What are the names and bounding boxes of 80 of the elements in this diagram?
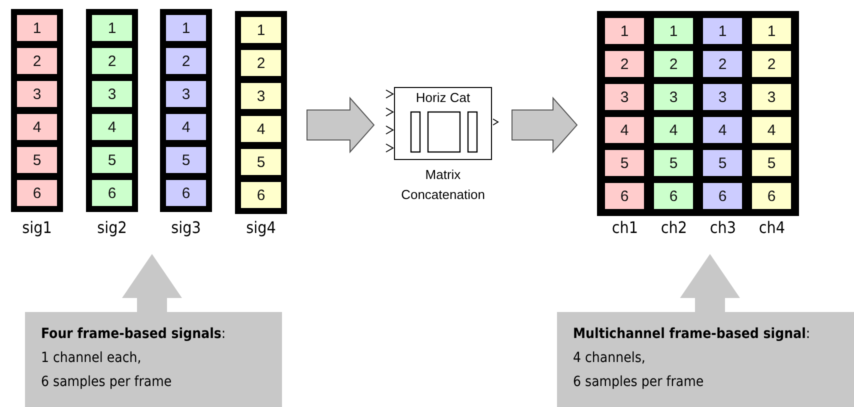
sample-tile: 3 [241,83,281,109]
concatenation-block [394,87,492,160]
sample-tile: 4 [605,117,644,143]
column-label: sig1 [21,218,53,238]
sample-tile: 2 [17,48,57,74]
sample-tile: 6 [752,183,791,209]
sample-tile: 3 [92,81,132,107]
column-label: ch1 [610,218,640,238]
signal-column [654,18,693,209]
callout-text: 1 channel each, [41,349,142,368]
sample-tile: 1 [241,17,281,43]
block-title: Horiz Cat [414,90,472,105]
sample-tile: 5 [654,150,693,176]
sample-tile: 3 [166,81,206,107]
sample-tile: 2 [166,48,206,74]
sample-tile: 6 [92,180,132,206]
sample-tile: 5 [703,150,742,176]
sample-tile: 1 [17,15,57,41]
sample-tile: 6 [605,183,644,209]
sample-tile: 2 [605,51,644,77]
sample-tile: 5 [241,149,281,175]
flow-arrow [680,254,740,312]
signal-column [605,18,644,209]
column-label: ch4 [758,218,786,238]
sample-tile: 4 [241,116,281,142]
sample-tile: 2 [752,51,791,77]
signal-column [752,18,791,209]
sample-tile: 1 [654,18,693,44]
block-caption: Matrix Concatenation [400,166,486,204]
sample-tile: 1 [703,18,742,44]
sample-tile: 1 [92,15,132,41]
sample-tile: 4 [752,117,791,143]
callout-heading: Multichannel frame-based signal: [573,325,812,344]
sample-tile: 3 [703,84,742,110]
callout-text: 6 samples per frame [41,373,173,392]
sample-tile: 6 [703,183,742,209]
sample-tile: 5 [92,147,132,173]
sample-tile: 4 [17,114,57,140]
sample-tile: 1 [166,15,206,41]
sample-tile: 3 [752,84,791,110]
sample-tile: 2 [92,48,132,74]
sample-tile: 5 [166,147,206,173]
matrix-frame [597,11,799,216]
column-label: sig2 [96,218,128,238]
sample-tile: 4 [703,117,742,143]
sample-tile: 1 [605,18,644,44]
sample-tile: 6 [166,180,206,206]
sample-tile: 1 [752,18,791,44]
flow-arrow [306,96,375,154]
sample-tile: 3 [17,81,57,107]
sample-tile: 5 [605,150,644,176]
sample-tile: 5 [752,150,791,176]
signal-column [235,11,287,214]
sample-tile: 2 [241,50,281,76]
sample-tile: 4 [166,114,206,140]
sample-tile: 6 [654,183,693,209]
column-label: ch3 [708,218,738,238]
sample-tile: 4 [654,117,693,143]
flow-arrow [122,254,182,312]
sample-tile: 6 [241,182,281,208]
sample-tile: 3 [654,84,693,110]
sample-tile: 6 [17,180,57,206]
column-label: sig4 [245,218,277,238]
signal-column [160,9,212,212]
callout-text: 6 samples per frame [573,373,705,392]
sample-tile: 3 [605,84,644,110]
signal-column [703,18,742,209]
sample-tile: 4 [92,114,132,140]
callout-text: 4 channels, [573,349,646,368]
callout-box [557,312,854,407]
callout-box [25,312,282,407]
flow-arrow [512,96,578,154]
callout-heading: Four frame-based signals: [41,325,227,344]
sample-tile: 2 [654,51,693,77]
column-label: ch2 [660,218,688,238]
column-label: sig3 [170,218,202,238]
sample-tile: 5 [17,147,57,173]
signal-column [11,9,63,212]
sample-tile: 2 [703,51,742,77]
signal-column [86,9,138,212]
